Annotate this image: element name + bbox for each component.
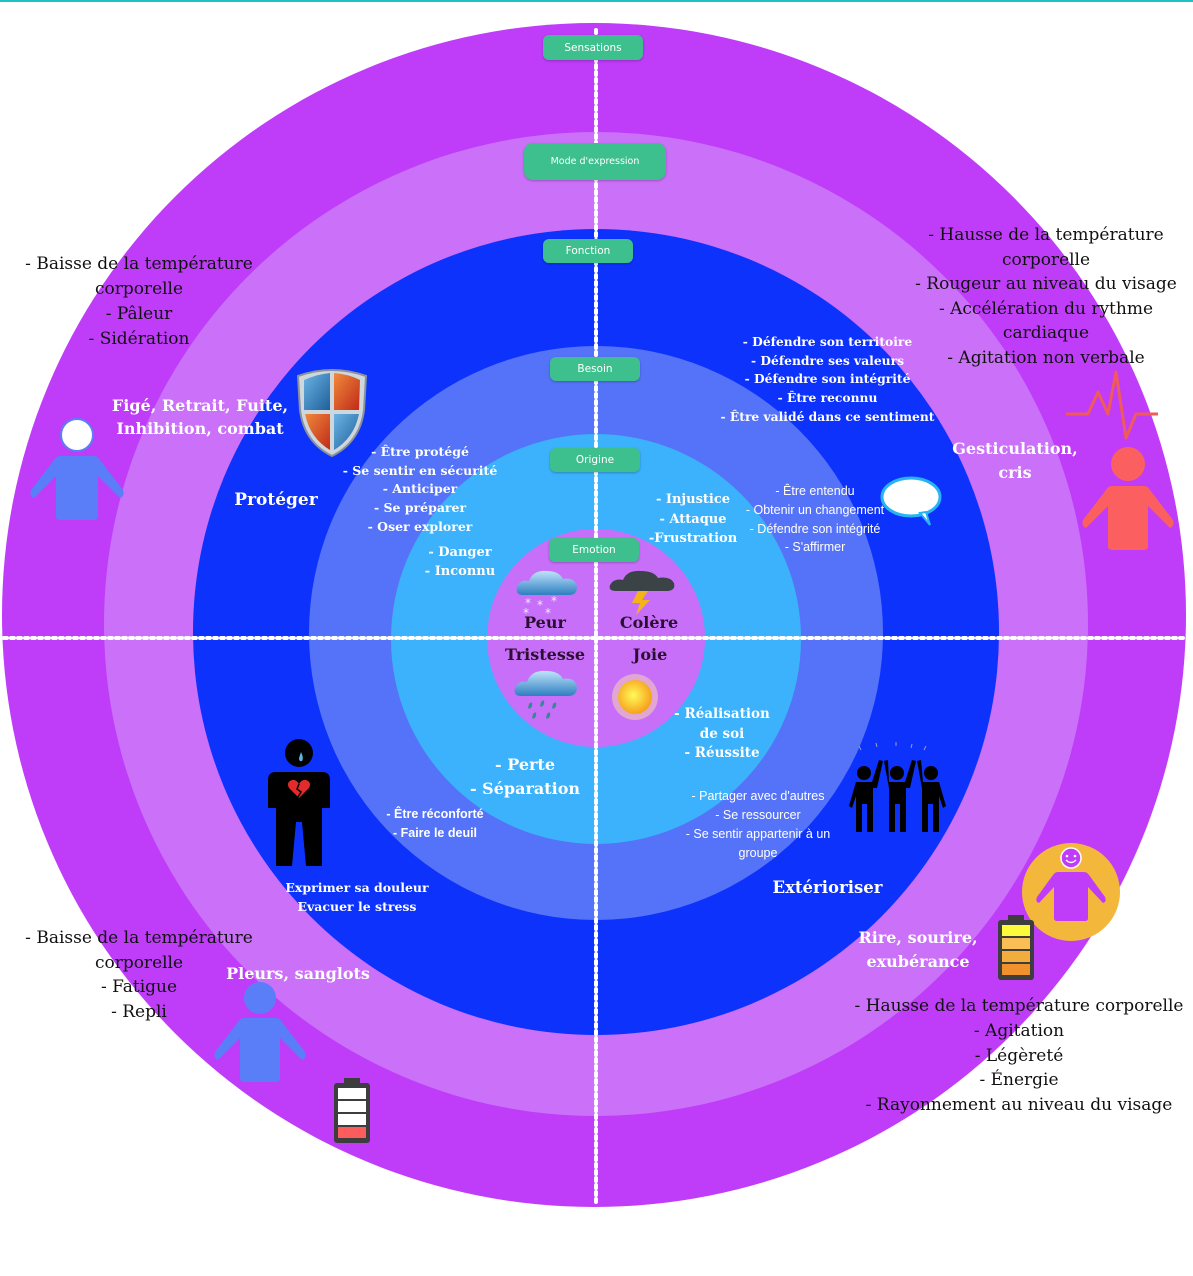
svg-text:*: *: [523, 606, 529, 617]
shield-icon: [296, 369, 368, 458]
layer-pill-expression[interactable]: Mode d'expression: [524, 143, 666, 180]
storm-cloud-icon: [609, 570, 675, 615]
joie-emotion: Joie: [632, 645, 668, 664]
sun-icon: [612, 674, 658, 720]
heartbeat-person-icon: [1082, 447, 1174, 550]
colere-sensations: - Hausse de la température corporelle - …: [915, 225, 1177, 368]
tristesse-besoin: - Être réconforté - Faire le deuil: [386, 807, 484, 840]
joie-expression: Rire, sourire, exubérance: [858, 928, 978, 971]
layer-pill-origine[interactable]: Origine: [550, 448, 640, 472]
snow-cloud-icon: *****: [516, 570, 577, 617]
broken-heart-person-icon: [268, 739, 330, 866]
colere-fonction: - Défendre son territoire - Défendre ses…: [720, 334, 935, 424]
colere-expression: Gesticulation, cris: [952, 439, 1078, 482]
tristesse-origine: - Perte - Séparation: [469, 755, 581, 798]
layer-pill-sensations[interactable]: Sensations: [543, 35, 643, 60]
colere-origine: - Injustice - Attaque -Frustration: [648, 492, 738, 546]
joie-besoin: - Partager avec d'autres - Se ressourcer…: [685, 789, 831, 860]
joie-sensations: - Hausse de la température corporelle - …: [854, 996, 1184, 1116]
rain-cloud-icon: [514, 670, 577, 719]
tristesse-emotion: Tristesse: [504, 645, 586, 664]
joie-origine: - Réalisation de soi - Réussite: [674, 706, 770, 761]
layer-pill-fonction[interactable]: Fonction: [543, 239, 633, 263]
sad-person-icon: [214, 982, 306, 1082]
svg-text:*: *: [551, 594, 557, 608]
tristesse-fonction: Exprimer sa douleur Evacuer le stress: [285, 880, 429, 914]
svg-text:*: *: [537, 598, 543, 612]
peur-emotion: Peur: [524, 613, 566, 632]
peur-sensations: - Baisse de la température corporelle - …: [25, 254, 253, 349]
layer-pill-emotion[interactable]: Emotion: [549, 538, 639, 562]
speech-bubble-icon: [880, 476, 942, 526]
svg-text:*: *: [545, 606, 551, 617]
peur-fonction: Protéger: [234, 490, 318, 510]
colere-besoin: - Être entendu - Obtenir un changement -…: [745, 484, 885, 555]
peur-expression: Figé, Retrait, Fuite, Inhibition, combat: [111, 396, 289, 438]
tristesse-sensations: - Baisse de la température corporelle - …: [25, 928, 253, 1022]
battery-low-icon: [333, 1078, 371, 1144]
heartbeat-icon: [1066, 370, 1158, 440]
person-icon: [30, 418, 124, 520]
layer-pill-besoin[interactable]: Besoin: [550, 357, 640, 381]
colere-emotion: Colère: [619, 613, 679, 632]
group-celebration-icon: [849, 742, 946, 832]
svg-text:*: *: [525, 596, 531, 610]
smiling-person-icon: [1022, 843, 1120, 941]
battery-full-icon: [997, 915, 1035, 981]
tristesse-expression: Pleurs, sanglots: [226, 964, 370, 983]
peur-origine: - Danger - Inconnu: [424, 545, 496, 579]
peur-besoin: - Être protégé - Se sentir en sécurité -…: [342, 444, 498, 534]
joie-fonction: Extérioriser: [772, 878, 883, 897]
